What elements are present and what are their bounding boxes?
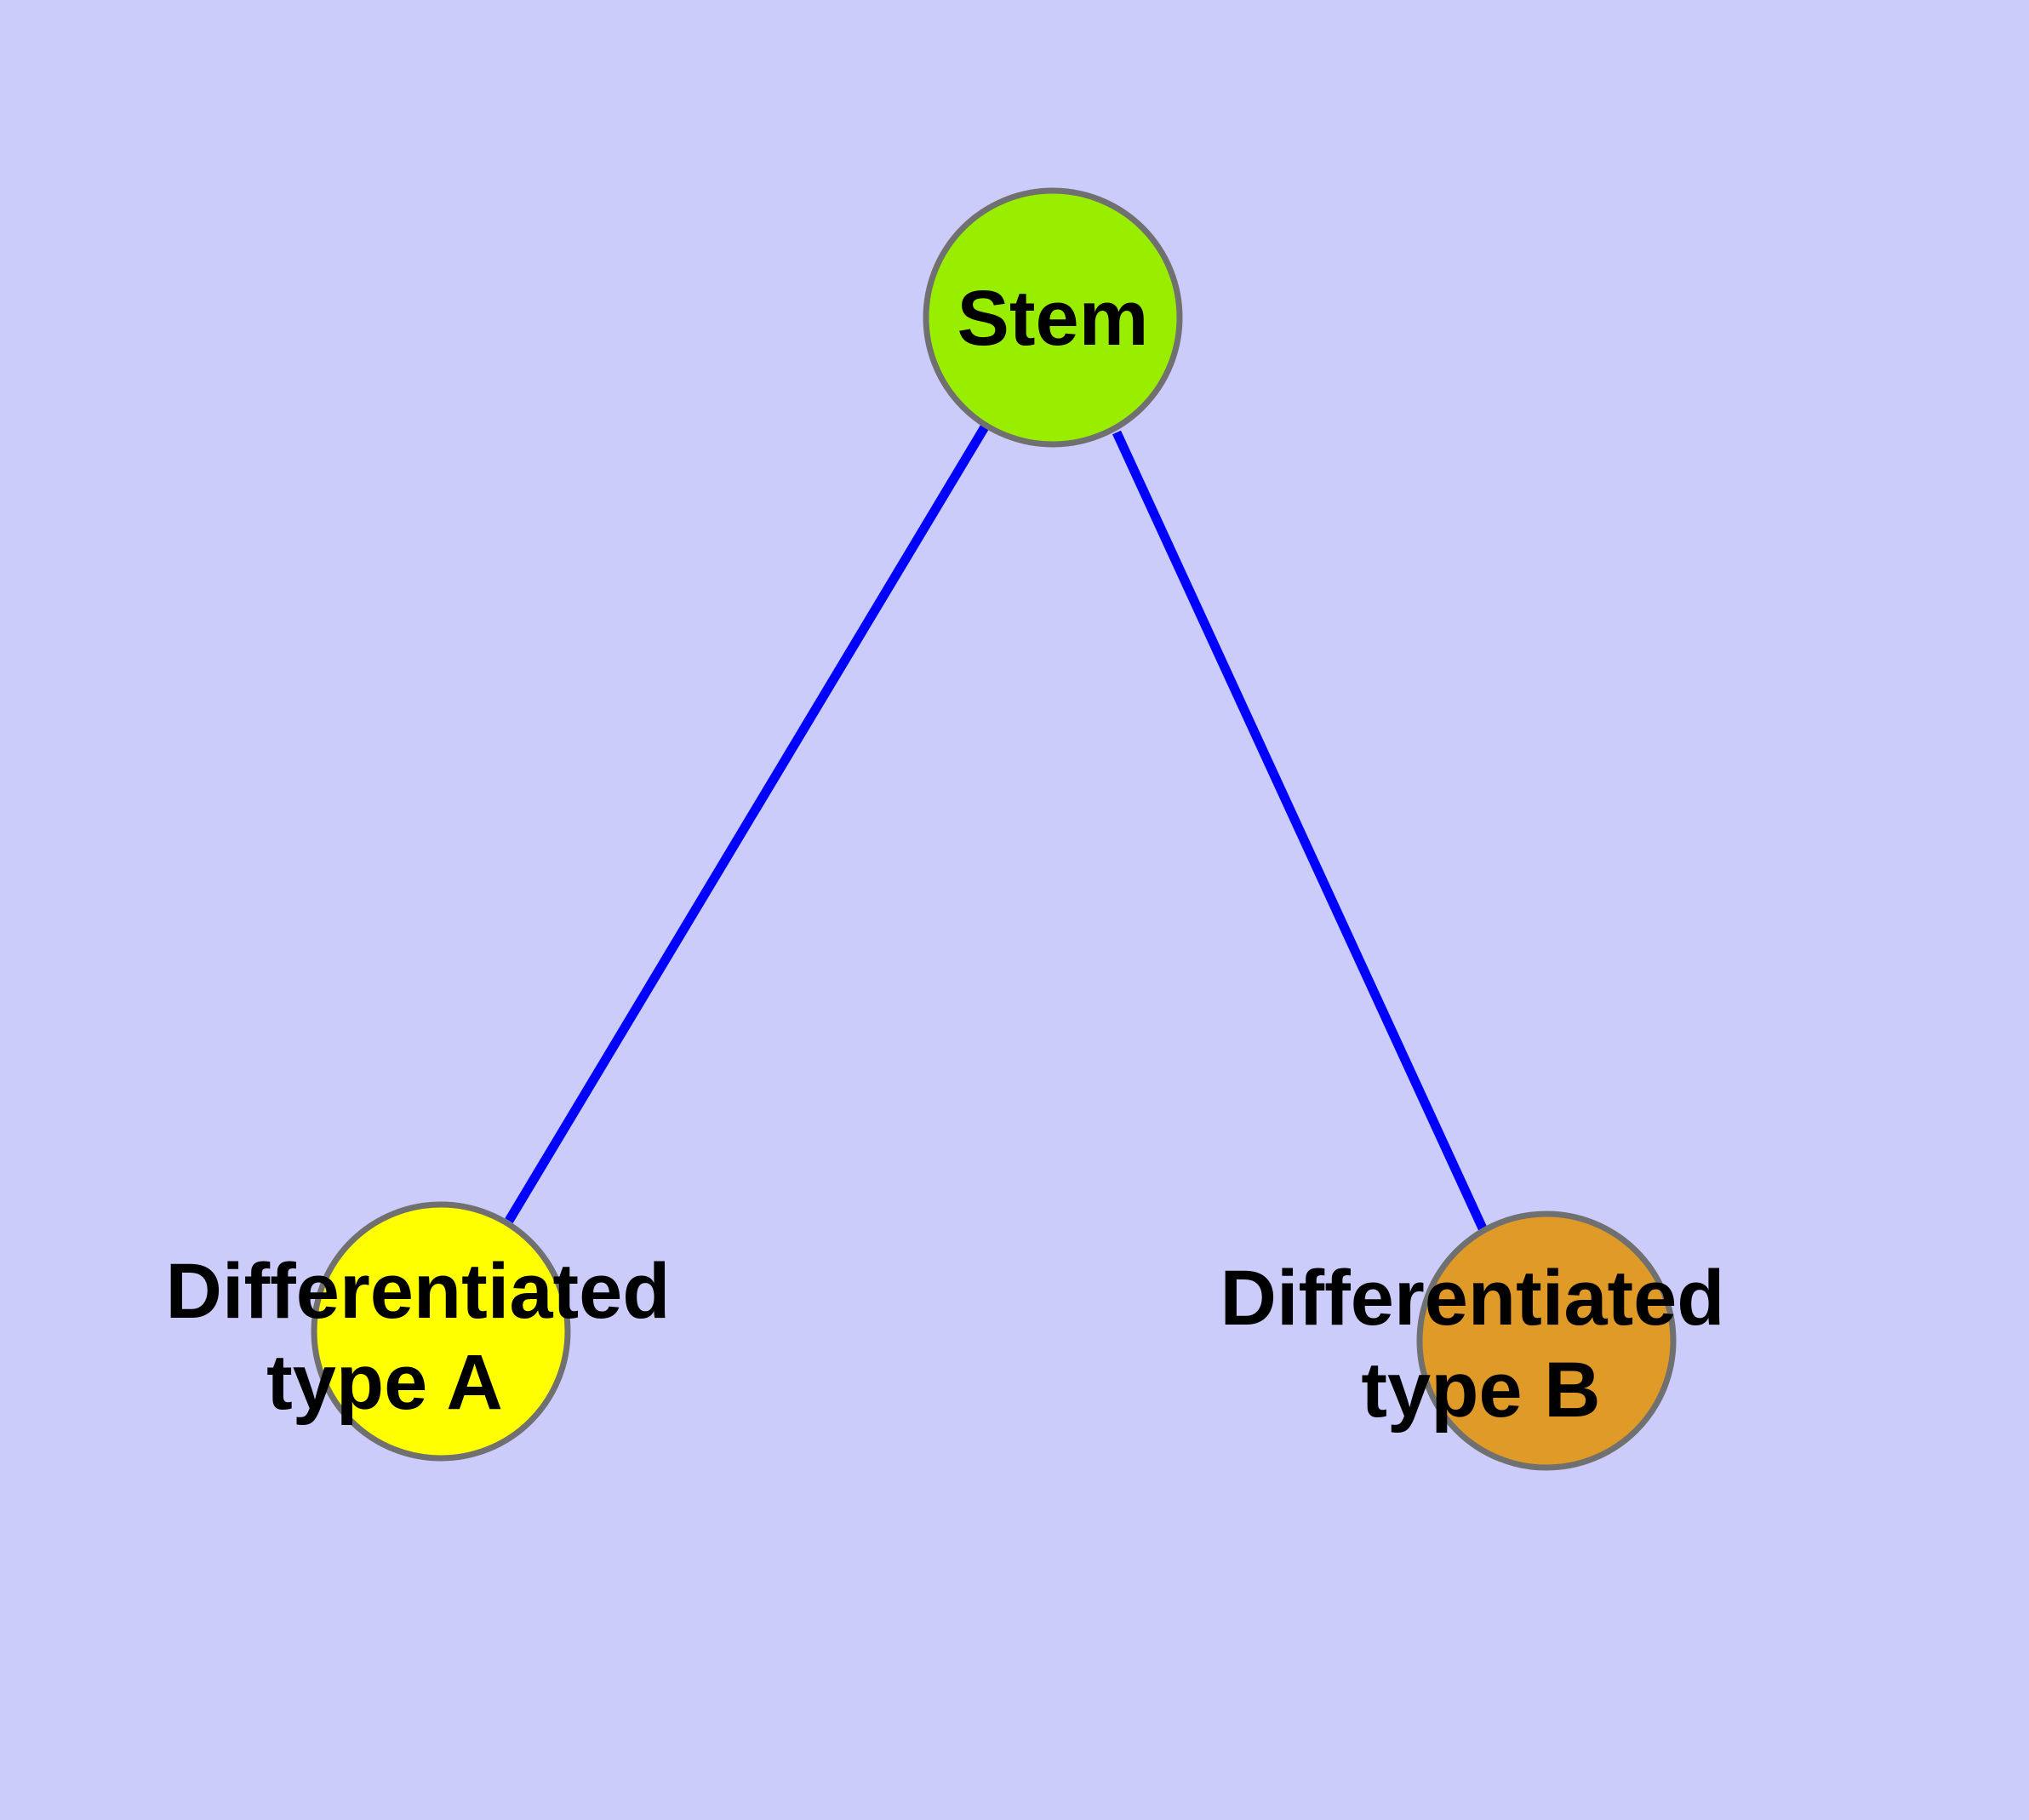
node-diff-b[interactable]: Differentiated type B — [1220, 1210, 1725, 1471]
node-diff-a-label-line1: Differentiated — [166, 1248, 671, 1335]
edge-stem-to-diff-a[interactable] — [505, 423, 990, 1223]
node-diff-b-circle[interactable] — [1416, 1210, 1677, 1471]
node-diff-a-circle[interactable] — [311, 1201, 571, 1462]
node-diff-a-label-line2: type A — [266, 1339, 503, 1426]
node-stem-circle[interactable] — [923, 187, 1183, 448]
edge-group — [505, 423, 1487, 1231]
node-diff-b-label-line1: Differentiated — [1220, 1255, 1725, 1342]
node-diff-a[interactable]: Differentiated type A — [166, 1201, 671, 1462]
edge-stem-to-diff-b[interactable] — [1112, 430, 1487, 1231]
node-stem[interactable]: Stem — [923, 187, 1183, 448]
node-stem-label: Stem — [957, 275, 1149, 362]
node-diff-b-label-line2: type B — [1361, 1347, 1600, 1434]
